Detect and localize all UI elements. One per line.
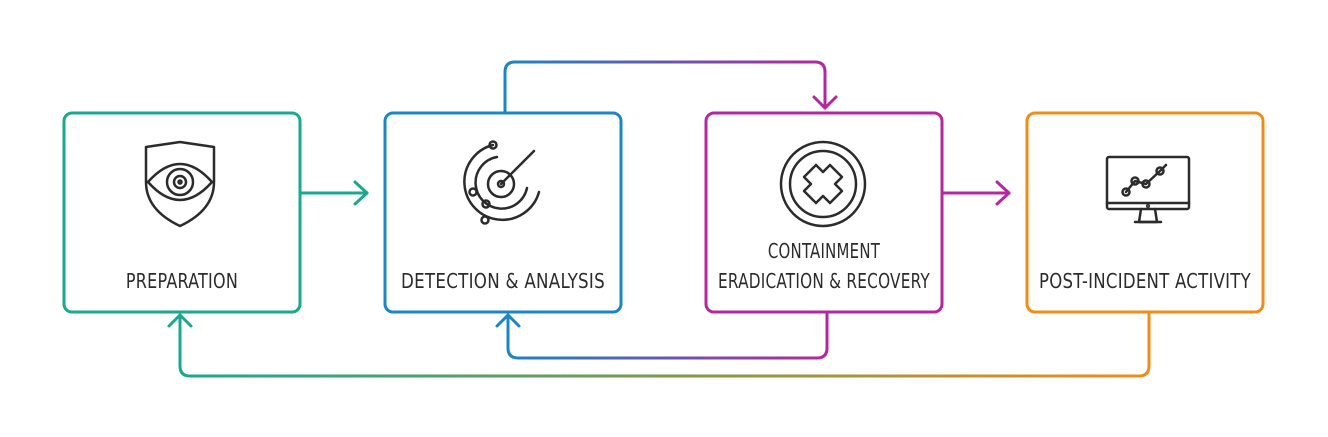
loop-post-incident-to-preparation — [167, 310, 1151, 378]
x-circle-icon — [779, 140, 867, 228]
stage-label: ERADICATION & RECOVERY — [718, 269, 931, 293]
stage-label: POST-INCIDENT ACTIVITY — [1039, 269, 1252, 293]
stage-box-preparation: PREPARATION — [62, 111, 302, 314]
stage-label: PREPARATION — [126, 269, 238, 293]
shield-eye-icon — [144, 140, 216, 228]
stage-box-post-incident-activity: POST-INCIDENT ACTIVITY — [1025, 111, 1265, 314]
arrow-containment-to-post-incident — [941, 180, 1011, 206]
arrow-preparation-to-detection — [299, 180, 369, 206]
stage-border — [1025, 111, 1265, 314]
stage-border — [62, 111, 302, 314]
stage-border — [383, 111, 623, 314]
stage-label: CONTAINMENT — [768, 239, 881, 263]
radar-icon — [463, 140, 541, 225]
loop-detection-to-containment — [503, 60, 838, 115]
stage-box-containment-eradication-recovery: CONTAINMENT ERADICATION & RECOVERY — [704, 111, 944, 314]
loop-containment-to-detection — [495, 310, 829, 360]
stage-label: DETECTION & ANALYSIS — [401, 269, 605, 293]
monitor-chart-icon — [1105, 155, 1191, 224]
stage-box-detection-analysis: DETECTION & ANALYSIS — [383, 111, 623, 314]
stage-border — [704, 111, 944, 314]
